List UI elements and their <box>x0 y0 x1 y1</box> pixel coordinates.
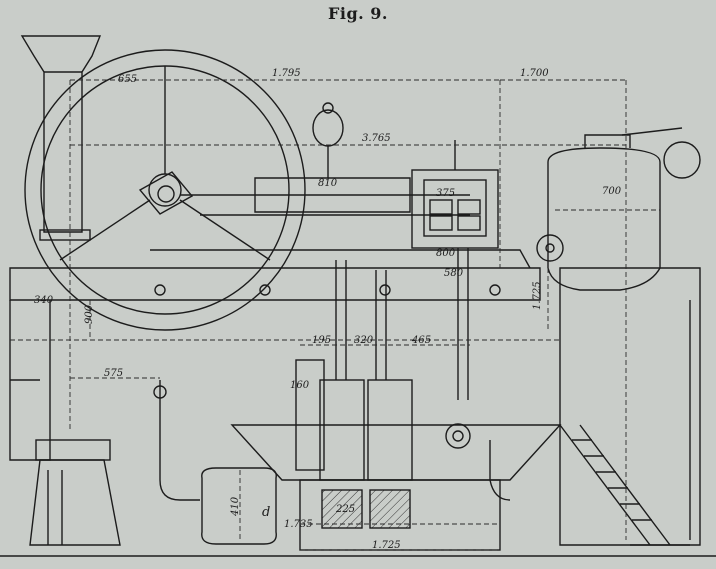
governor <box>312 109 344 147</box>
dim-label: 1.795 <box>272 68 301 79</box>
dim-label: 160 <box>290 380 310 391</box>
right-casing <box>559 267 701 546</box>
dim-label: 580 <box>444 268 464 279</box>
crosshead <box>138 171 194 215</box>
dim-label: 410 <box>230 496 241 517</box>
dim-label: 320 <box>354 335 374 346</box>
pedestal <box>29 459 121 546</box>
suction-column <box>295 359 325 471</box>
dim-label: 465 <box>411 335 431 346</box>
pump-cylinder-left <box>319 379 365 481</box>
air-bottle <box>201 467 277 545</box>
cylinder <box>254 177 411 213</box>
pipe-left <box>159 380 200 501</box>
dim-label: 340 <box>34 295 54 306</box>
dim-label: 1.700 <box>520 68 549 79</box>
dim-label: 1.725 <box>532 281 543 310</box>
staircase <box>559 424 651 546</box>
dim-label: d <box>262 505 270 520</box>
eccentric-wheel <box>536 234 564 262</box>
exhaust-stack <box>20 35 102 233</box>
dim-label: 195 <box>312 335 331 346</box>
dim-label: 655 <box>118 74 137 85</box>
dim-label: 1.735 <box>284 519 313 530</box>
dim-label: 3.765 <box>362 133 391 144</box>
dim-label: 900 <box>84 304 95 324</box>
dim-label: 800 <box>436 248 456 259</box>
engine-frame <box>9 267 541 301</box>
pump-cylinder-right <box>367 379 413 481</box>
dim-label: 1.725 <box>372 540 401 551</box>
figure-title: Fig. 9. <box>328 4 388 23</box>
tank <box>230 424 562 481</box>
pressure-gauge <box>663 141 701 179</box>
stack-flange <box>39 229 91 241</box>
dim-label: 700 <box>602 186 622 197</box>
dim-label: 225 <box>335 504 355 515</box>
dim-label: 575 <box>104 368 123 379</box>
dim-label: 810 <box>318 178 338 189</box>
flywheel <box>24 49 306 331</box>
flywheel-hub <box>148 173 182 207</box>
dim-label: 375 <box>436 188 455 199</box>
valve-wheel <box>445 423 471 449</box>
